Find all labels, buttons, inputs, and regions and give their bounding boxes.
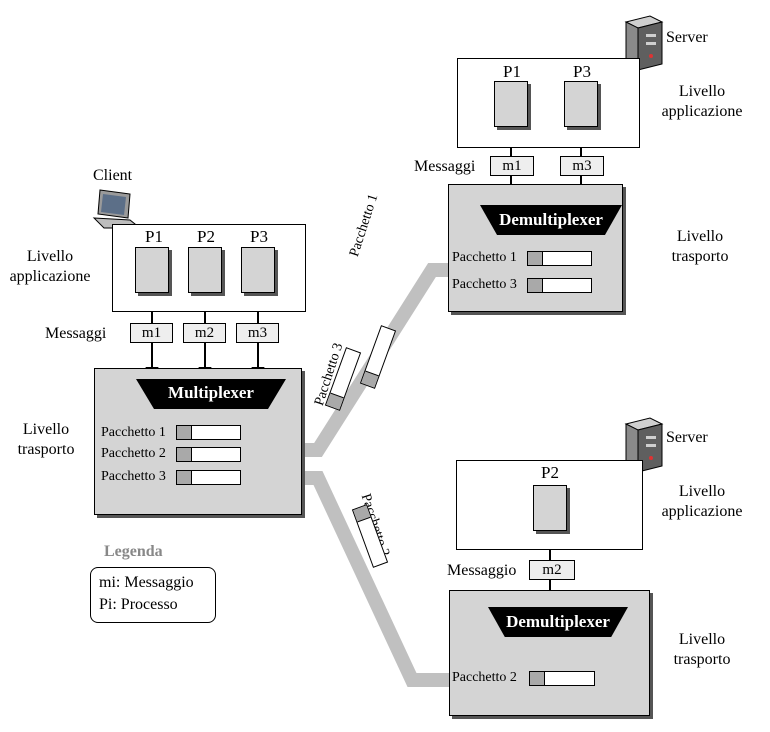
client-process-p1 (135, 247, 169, 293)
client-label: Client (93, 167, 133, 184)
legend-item: mi: Messaggio (99, 574, 194, 591)
server-top-process-label: P3 (573, 62, 591, 81)
server-bottom-message: m2 (529, 560, 575, 580)
client-app-layer-label: Livello applicazione (9, 248, 91, 285)
client-process-p2 (188, 247, 222, 293)
server-top-app-layer-label: Livello applicazione (661, 83, 743, 120)
server-top-message: m3 (560, 156, 604, 176)
client-packet-3 (176, 470, 241, 485)
server-top-process-label: P1 (503, 62, 521, 81)
demultiplexer-bottom-label: Demultiplexer (506, 612, 610, 631)
laptop-icon (90, 188, 142, 237)
client-packet-2 (176, 447, 241, 462)
server-top-application-layer (457, 58, 640, 148)
client-process-p3 (241, 247, 275, 293)
client-packet-1 (176, 425, 241, 440)
client-packet-label: Pacchetto 2 (101, 446, 166, 461)
client-process-label: P3 (250, 227, 268, 246)
client-process-label: P1 (145, 227, 163, 246)
demultiplexer-bottom (488, 607, 628, 637)
client-message: m2 (183, 323, 226, 343)
server-top-message: m1 (490, 156, 534, 176)
server-top-process-p3 (564, 81, 598, 127)
server-bottom-transport-layer-label: Livello trasporto (673, 631, 731, 668)
client-packet-label: Pacchetto 1 (101, 425, 166, 440)
server-bottom-process-p2 (533, 485, 567, 531)
link-to-bottom-server (303, 471, 452, 687)
multiplexer (136, 379, 286, 409)
client-messages-label: Messaggi (45, 325, 107, 342)
server-top-messages-label: Messaggi (414, 158, 476, 175)
legend-box: mi: Messaggio Pi: Processo (90, 567, 216, 623)
server-top-packet-1 (527, 251, 592, 266)
demultiplexer-top (480, 205, 622, 235)
legend-item: Pi: Processo (99, 596, 178, 613)
server-bottom-messages-label: Messaggio (447, 562, 517, 579)
legend-title: Legenda (104, 543, 163, 560)
server-bottom-packet-2 (529, 671, 595, 686)
demultiplexer-top-label: Demultiplexer (499, 210, 603, 229)
client-transport-layer-label: Livello trasporto (17, 421, 75, 458)
server-top-packet-3 (527, 278, 592, 293)
server-bottom-process-label: P2 (541, 463, 559, 482)
client-process-label: P2 (197, 227, 215, 246)
server-bottom-app-layer-label: Livello applicazione (661, 483, 743, 520)
client-message: m3 (236, 323, 279, 343)
server-top-process-p1 (494, 81, 528, 127)
server-bottom-label: Server (666, 429, 708, 446)
multiplexer-label: Multiplexer (168, 383, 254, 402)
server-top-packet-label: Pacchetto 3 (452, 277, 517, 292)
server-top-transport-layer-label: Livello trasporto (671, 228, 729, 265)
server-bottom-packet-label: Pacchetto 2 (452, 670, 517, 685)
server-top-packet-label: Pacchetto 1 (452, 250, 517, 265)
server-top-label: Server (666, 29, 708, 46)
client-message: m1 (130, 323, 173, 343)
client-packet-label: Pacchetto 3 (101, 469, 166, 484)
